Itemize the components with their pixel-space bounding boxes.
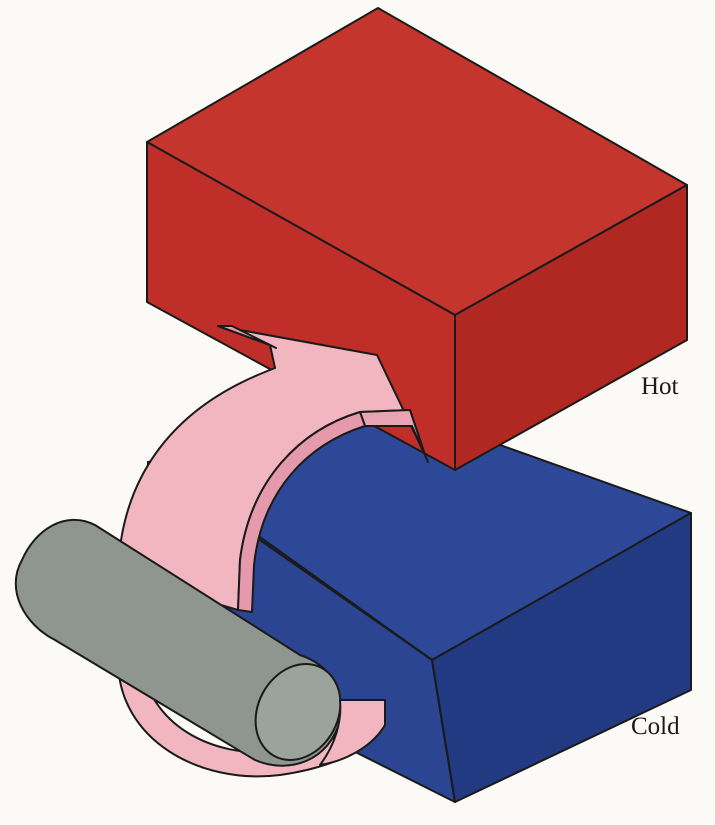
arrow-edge — [217, 325, 277, 349]
rod-end — [254, 663, 342, 761]
cold-label: Cold — [631, 713, 680, 740]
rod — [14, 519, 342, 767]
hot-block-side — [454, 184, 688, 471]
cold-block-edge — [431, 659, 456, 803]
hot-label: Hot — [641, 373, 679, 400]
arrow-front — [319, 699, 386, 766]
heat-flow-arrow — [117, 325, 429, 613]
arrow-inner-edge — [237, 411, 366, 613]
cold-block-edge-inner — [249, 529, 433, 661]
